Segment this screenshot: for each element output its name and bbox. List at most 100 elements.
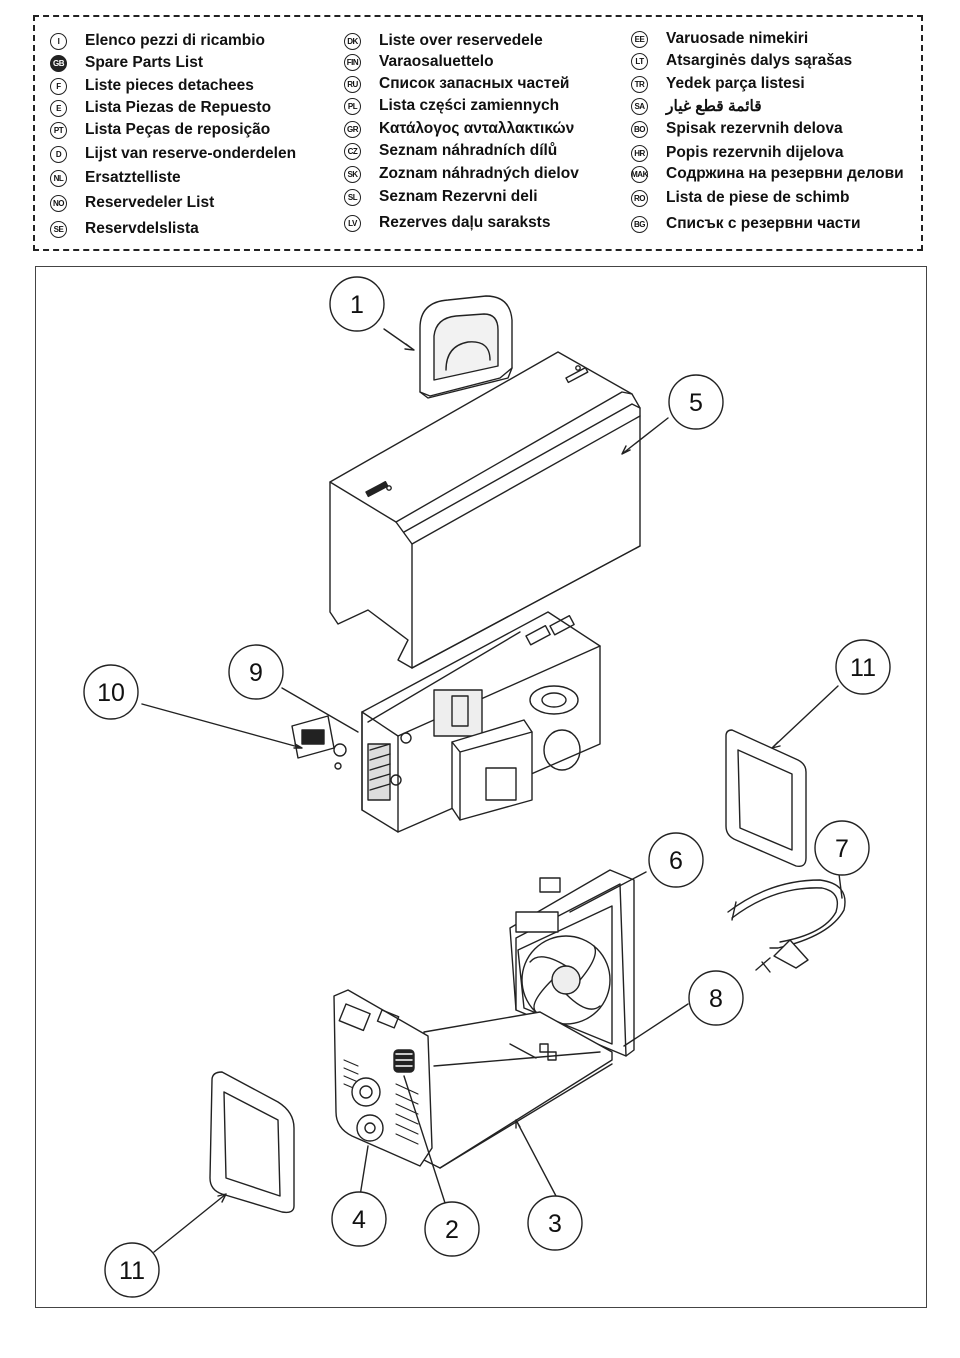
legend-row-hr: HR Popis rezervnih dijelova [631,143,843,163]
lang-label: Varaosaluettelo [379,53,494,70]
lang-label: Ersatztelliste [85,169,181,186]
lang-label: Reservedeler List [85,194,215,211]
lang-label: Seznam náhradních dílů [379,142,558,159]
lang-label: Spare Parts List [85,54,204,71]
callout-8: 8 [709,985,723,1013]
lang-badge: BG [631,215,648,233]
lang-badge: F [50,77,67,95]
callout-1-circle [329,276,385,332]
cover-part [329,351,641,669]
lang-badge: D [50,145,67,163]
legend-row-bg: BG Списък с резервни части [631,214,861,234]
callout-8-circle [688,970,744,1026]
callout-4-circle [331,1191,387,1247]
lang-label: Lijst van reserve-onderdelen [85,145,297,162]
lang-label: Varuosade nimekiri [666,30,809,47]
display-part [291,715,347,770]
lang-label: Liste over reservedele [379,32,543,49]
callout-5-circle [668,374,724,430]
lang-badge: FIN [344,53,361,71]
diagram-frame [35,266,927,1308]
legend-row-cz: CZ Seznam náhradních dílů [344,141,557,161]
callout-4: 4 [352,1206,366,1234]
legend-row-es: E Lista Piezas de Repuesto [50,98,271,118]
callout-11-bottom: 11 [119,1257,145,1285]
callout-5: 5 [689,389,703,417]
callout-2-circle [424,1201,480,1257]
lang-badge: SL [344,188,361,206]
lang-badge: EE [631,30,648,48]
legend-row-pl: PL Lista części zamiennych [344,96,559,116]
lang-badge: PT [50,121,67,139]
legend-row-sk: SK Zoznam náhradných dielov [344,164,579,184]
legend-row-ee: EE Varuosade nimekiri [631,29,808,49]
handle-part [419,295,513,399]
lang-badge: RU [344,75,361,93]
legend-row-bo: BO Spisak rezervnih delova [631,119,843,139]
legend-row-pt: PT Lista Peças de reposição [50,120,270,140]
legend-row-gr: GR Κατάλογος ανταλλακτικών [344,119,574,139]
callout-2: 2 [445,1216,459,1244]
callout-11-top: 11 [850,654,876,682]
lang-badge: LV [344,214,361,232]
callout-3-circle [527,1195,583,1251]
lang-label: Список запасных частей [379,75,570,92]
callout-11b-circle [104,1242,160,1298]
lang-label: Reservdelslista [85,220,199,237]
legend-row-lt: LT Atsarginės dalys sąrašas [631,51,852,71]
lang-label: Lista części zamiennych [379,97,560,114]
lang-badge: BO [631,120,648,138]
lang-badge: DK [344,32,361,50]
lang-label: Spisak rezervnih delova [666,120,843,137]
legend-row-sa: SA قائمة قطع غيار [631,96,762,116]
lang-badge: SA [631,97,648,115]
legend-row-gb: GB Spare Parts List [50,53,203,73]
lang-label: Lista Piezas de Repuesto [85,99,272,116]
legend-row-ro: RO Lista de piese de schimb [631,188,849,208]
callout-11a-circle [835,639,891,695]
callout-bubbles [83,276,891,1298]
legend-row-mak: MAK Содржина на резервни делови [631,164,904,184]
lang-label: Liste pieces detachees [85,77,254,94]
language-legend [33,15,923,251]
lang-badge: LT [631,52,648,70]
lang-label: Rezerves daļu saraksts [379,214,551,231]
lang-label: Κατάλογος ανταλλακτικών [379,120,575,137]
callout-6: 6 [669,847,683,875]
legend-row-nl: NL Ersatztelliste [50,168,181,188]
cable-part [727,879,846,973]
lang-badge: I [50,32,67,50]
lang-badge: NO [50,194,67,212]
lang-badge: CZ [344,142,361,160]
lang-badge: PL [344,97,361,115]
lang-badge: TR [631,75,648,93]
rear-frame-part [209,1071,295,1214]
legend-row-de: D Lijst van reserve-onderdelen [50,144,296,164]
lang-badge: HR [631,144,648,162]
callout-9: 9 [249,659,263,687]
legend-row-fr: F Liste pieces detachees [50,76,254,96]
leader-lines [141,328,843,1253]
lang-label: Zoznam náhradných dielov [379,165,579,182]
callout-labels: 1 5 9 10 11 6 7 8 4 2 3 11 [97,291,876,1285]
lang-badge: GB [50,54,67,72]
callout-10-circle [83,664,139,720]
legend-row-no: NO Reservedeler List [50,193,214,213]
legend-row-se: SE Reservdelslista [50,219,199,239]
lang-label: Seznam Rezervni deli [379,188,538,205]
lang-label: قائمة قطع غيار [666,97,762,115]
legend-row-tr: TR Yedek parça listesi [631,74,805,94]
rear-panel-part [509,869,635,1057]
lang-badge: RO [631,189,648,207]
legend-row-fin: FIN Varaosaluettelo [344,52,494,72]
lang-badge: NL [50,169,67,187]
lang-badge: SE [50,220,67,238]
lang-label: Lista de piese de schimb [666,189,850,206]
lang-label: Содржина на резервни делови [666,165,904,182]
callout-7: 7 [835,835,849,863]
callout-10: 10 [97,679,125,707]
callout-3: 3 [548,1210,562,1238]
lang-label: Popis rezervnih dijelova [666,144,844,161]
callout-7-circle [814,820,870,876]
